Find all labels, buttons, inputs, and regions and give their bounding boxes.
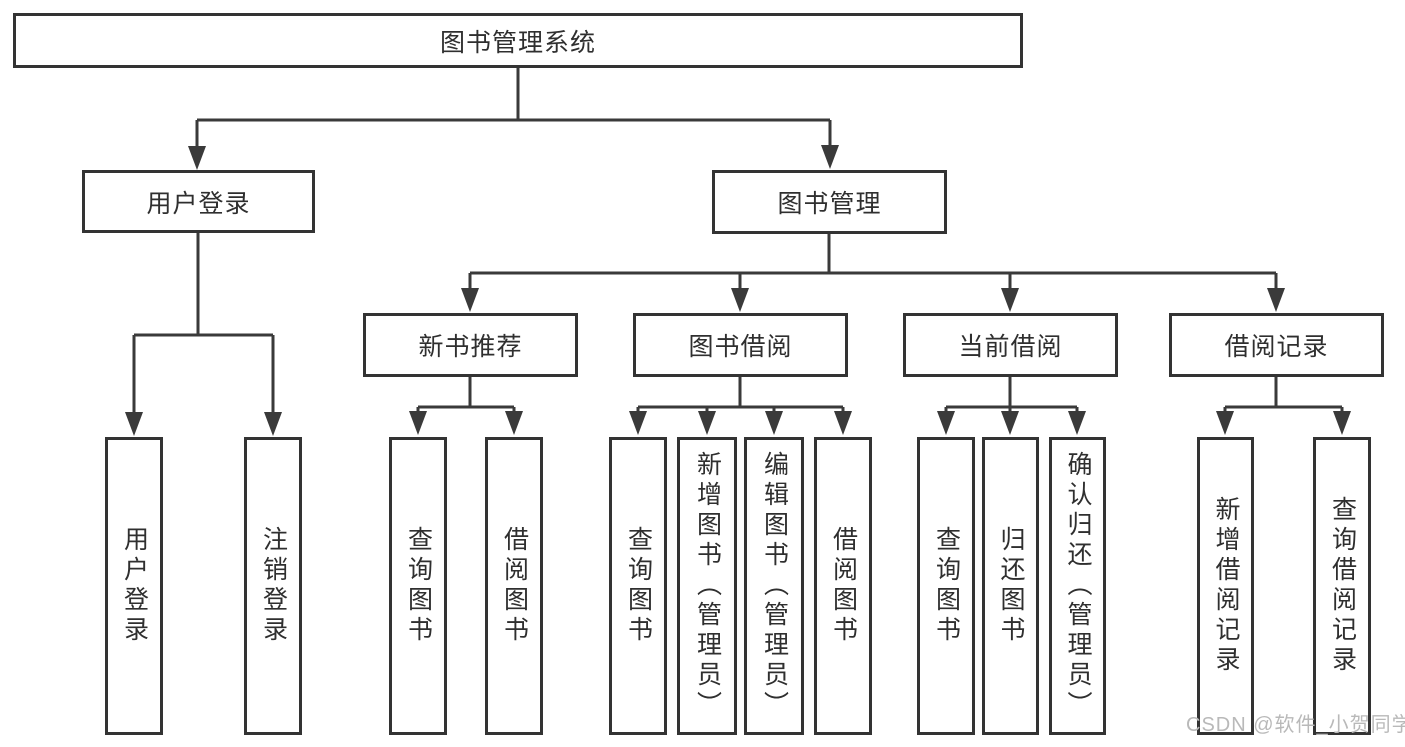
node-root-label: 图书管理系统 (439, 28, 596, 57)
node-leaf-user-login-label: 用户登录 (120, 526, 149, 646)
csdn-watermark: CSDN @软件_小贺同学 (1186, 714, 1405, 736)
node-leaf-confirm-return-admin: 确认归还（管理员） (1049, 437, 1106, 735)
node-new-book-recommend: 新书推荐 (363, 313, 578, 377)
node-borrowing-records-label: 借阅记录 (1224, 333, 1329, 361)
node-book-management-label: 图书管理 (777, 190, 882, 218)
node-leaf-add-books-admin: 新增图书（管理员） (677, 437, 737, 735)
node-user-login: 用户登录 (82, 170, 315, 233)
node-user-login-label: 用户登录 (146, 189, 251, 218)
node-leaf-user-login: 用户登录 (105, 437, 163, 735)
node-leaf-query-books-recommend: 查询图书 (389, 437, 447, 735)
node-leaf-return-books-label: 归还图书 (997, 526, 1025, 646)
node-leaf-borrow-books-recommend-label: 借阅图书 (500, 526, 529, 646)
node-borrowing-records: 借阅记录 (1169, 313, 1384, 377)
node-leaf-query-borrow-record: 查询借阅记录 (1313, 437, 1371, 735)
node-book-management: 图书管理 (712, 170, 947, 234)
node-root: 图书管理系统 (13, 13, 1023, 68)
node-leaf-query-books-current-label: 查询图书 (932, 526, 961, 646)
node-leaf-edit-books-admin: 编辑图书（管理员） (744, 437, 804, 735)
node-leaf-confirm-return-admin-label: 确认归还（管理员） (1064, 451, 1092, 721)
node-leaf-logout-label: 注销登录 (259, 526, 288, 646)
node-leaf-logout: 注销登录 (244, 437, 302, 735)
node-leaf-add-borrow-record: 新增借阅记录 (1197, 437, 1254, 735)
node-leaf-query-books-current: 查询图书 (917, 437, 975, 735)
node-leaf-edit-books-admin-label: 编辑图书（管理员） (760, 451, 789, 721)
node-current-borrowing: 当前借阅 (903, 313, 1118, 377)
node-new-book-recommend-label: 新书推荐 (418, 333, 523, 361)
node-leaf-query-books-borrowing-label: 查询图书 (624, 526, 653, 646)
node-book-borrowing-label: 图书借阅 (688, 333, 793, 361)
node-leaf-add-books-admin-label: 新增图书（管理员） (693, 451, 722, 721)
node-leaf-add-borrow-record-label: 新增借阅记录 (1212, 496, 1240, 676)
node-current-borrowing-label: 当前借阅 (958, 333, 1063, 361)
node-leaf-query-borrow-record-label: 查询借阅记录 (1328, 496, 1357, 676)
node-leaf-borrow-books-borrowing-label: 借阅图书 (829, 526, 858, 646)
node-book-borrowing: 图书借阅 (633, 313, 848, 377)
node-leaf-borrow-books-borrowing: 借阅图书 (814, 437, 872, 735)
node-leaf-query-books-borrowing: 查询图书 (609, 437, 667, 735)
node-leaf-query-books-recommend-label: 查询图书 (404, 526, 433, 646)
node-leaf-borrow-books-recommend: 借阅图书 (485, 437, 543, 735)
node-leaf-return-books: 归还图书 (982, 437, 1039, 735)
